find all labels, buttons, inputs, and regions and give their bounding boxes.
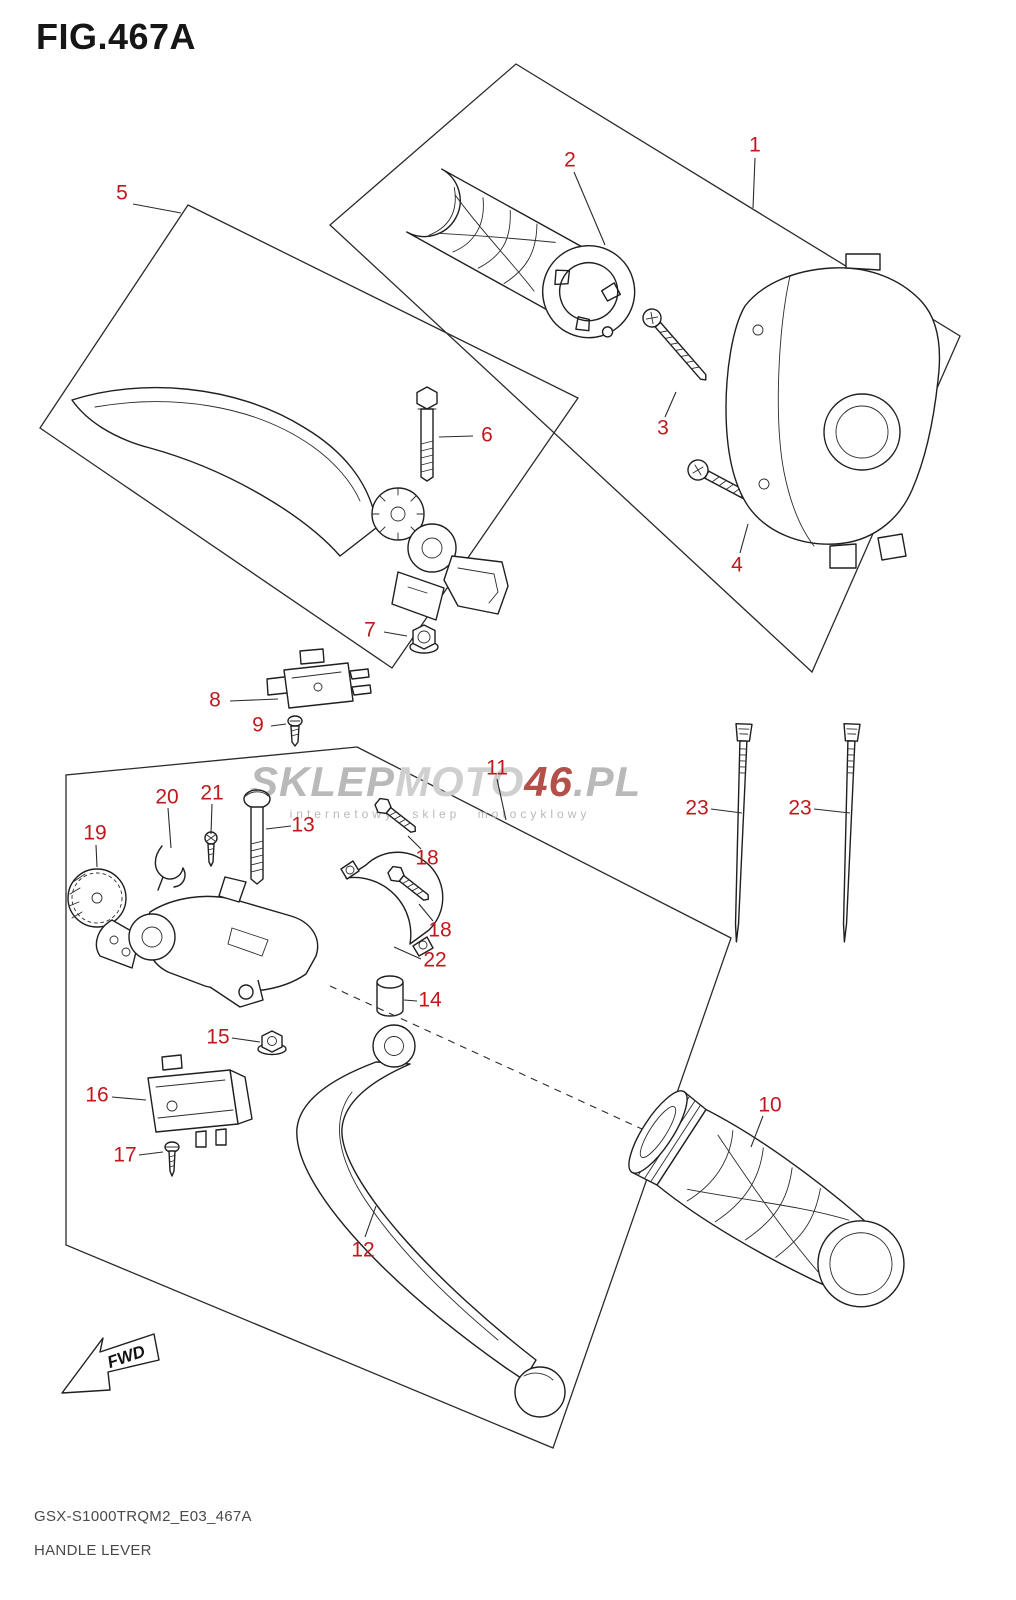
pivot-nut-part7 [409, 624, 439, 654]
screw-part3 [642, 308, 707, 381]
part-label-17: 17 [113, 1143, 137, 1167]
handlebar-grip-part10 [628, 1090, 905, 1308]
part-label-5: 5 [116, 181, 128, 205]
clamp-bolt-part18b [387, 865, 430, 901]
group-box-clutch-lever [39, 204, 579, 669]
watermark-part: SKLEP [250, 758, 395, 805]
watermark-part: MOTO [395, 758, 524, 805]
group-box-lever-assembly [65, 746, 732, 1449]
clutch-switch-part8 [266, 648, 372, 709]
switch-screw-part17 [164, 1141, 180, 1177]
part-label-22: 22 [423, 948, 447, 972]
clutch-lever-part5 [71, 386, 509, 621]
small-screw-part21 [204, 831, 218, 867]
part-label-9: 9 [252, 713, 264, 737]
adjuster-knob-part19 [67, 868, 141, 969]
footer: GSX-S1000TRQM2_E03_467A HANDLE LEVER [34, 1508, 252, 1559]
pivot-bolt-part6 [416, 386, 438, 482]
part-label-11: 11 [486, 756, 508, 780]
bushing-part14 [376, 975, 404, 1017]
part-label-19: 19 [83, 821, 107, 845]
part-label-14: 14 [418, 988, 442, 1012]
group-box-grip-switch [329, 63, 961, 674]
fwd-arrow: FWD [61, 1333, 160, 1394]
clamp-bolt-part18a [374, 797, 417, 833]
part-code: GSX-S1000TRQM2_E03_467A [34, 1508, 252, 1525]
part-label-15: 15 [206, 1025, 230, 1049]
part-label-4: 4 [731, 553, 743, 577]
part-label-3: 3 [657, 416, 669, 440]
part-label-6: 6 [481, 423, 493, 447]
part-label-20: 20 [155, 785, 179, 809]
part-label-8: 8 [209, 688, 221, 712]
switch-screw-part9 [287, 715, 303, 747]
cable-tie-part23b [842, 723, 861, 943]
part-label-1: 1 [749, 133, 761, 157]
figure-name: HANDLE LEVER [34, 1542, 152, 1559]
throttle-grip-part2 [406, 168, 636, 339]
brake-lever-part12 [296, 1024, 566, 1418]
part-label-7: 7 [364, 618, 376, 642]
clamp-part22 [340, 851, 444, 957]
watermark-part: 46 [523, 758, 573, 805]
part-label-13: 13 [291, 813, 315, 837]
bracket-bolt-part13 [243, 789, 271, 885]
part-label-18a: 18 [415, 846, 439, 870]
flange-nut-part15 [257, 1030, 287, 1056]
lever-holder-bracket [128, 876, 319, 1008]
part-label-2: 2 [564, 148, 576, 172]
watermark-part: .PL [573, 758, 641, 805]
watermark-text: SKLEPMOTO46.PL [250, 758, 641, 805]
part-label-23b: 23 [788, 796, 812, 820]
group-boxes [39, 63, 961, 1449]
part-label-12: 12 [351, 1238, 375, 1262]
part-label-18b: 18 [428, 918, 452, 942]
watermark-subtitle: internetowy sklep motocyklowy [290, 807, 591, 821]
part-label-16: 16 [85, 1083, 109, 1107]
figure-title: FIG.467A [36, 16, 197, 57]
part-label-21: 21 [200, 781, 224, 805]
brake-switch-part16 [147, 1054, 253, 1148]
leader-lines [95, 157, 851, 1238]
switch-housing-part1 [725, 253, 941, 569]
clip-part20 [154, 845, 186, 891]
cable-tie-part23a [734, 723, 753, 943]
part-label-10: 10 [758, 1093, 782, 1117]
part-label-23a: 23 [685, 796, 709, 820]
